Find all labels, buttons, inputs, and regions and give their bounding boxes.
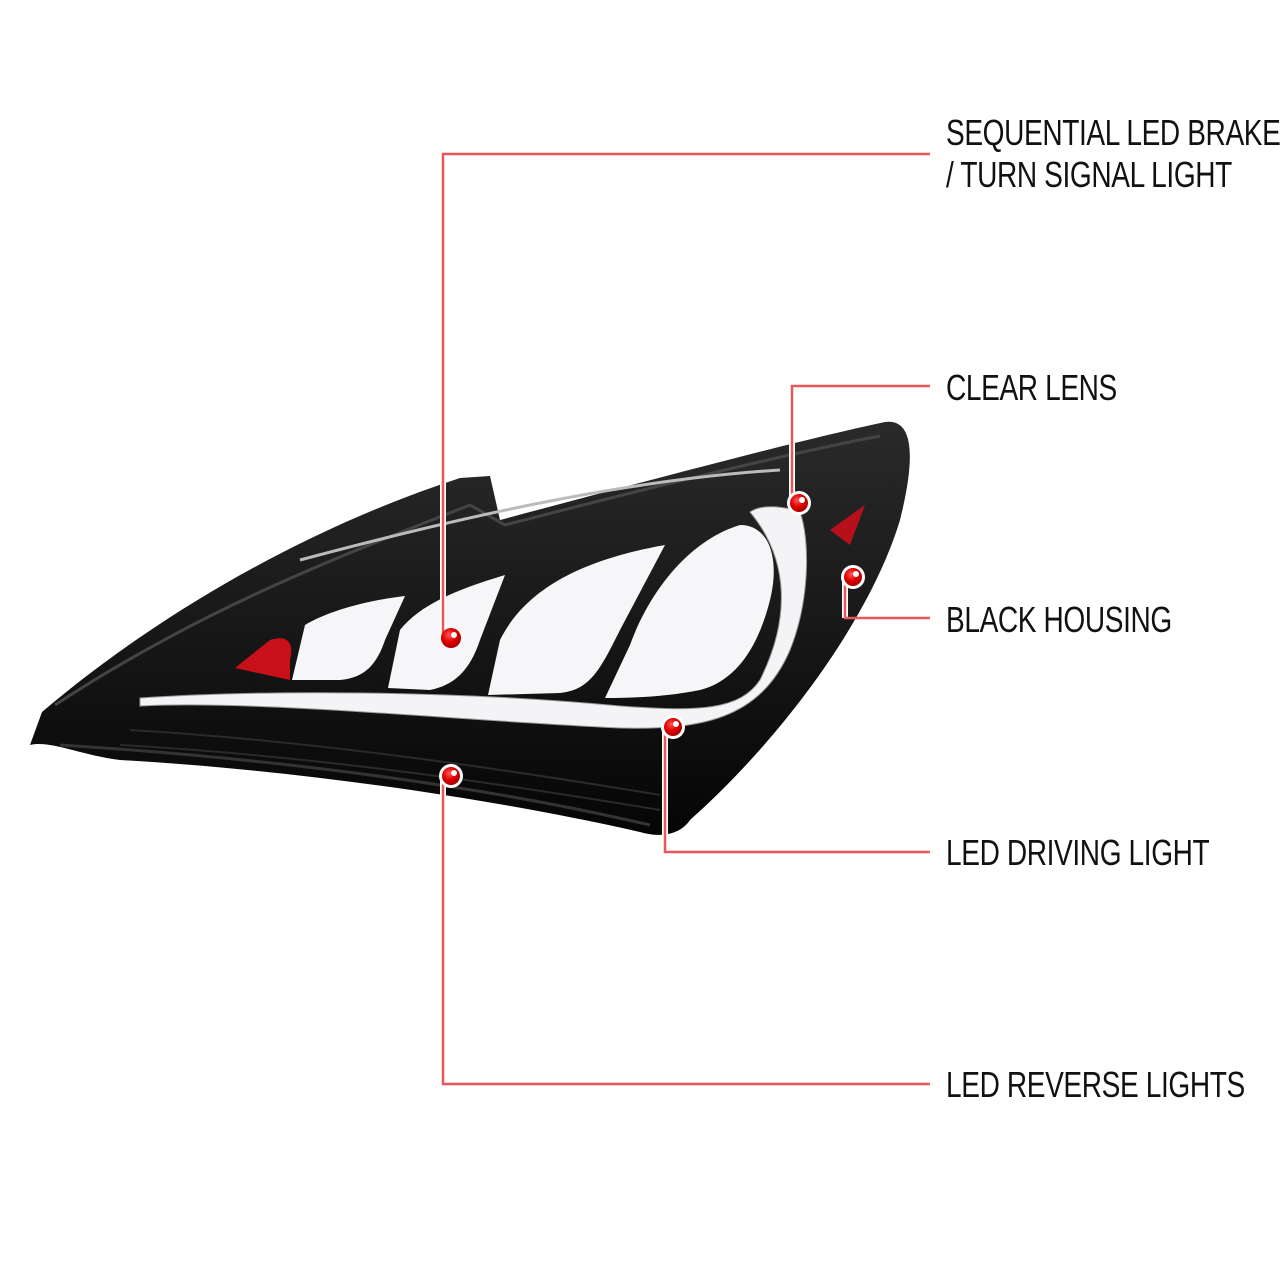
leader-line-reverse [441,776,930,1086]
dot-sequential [441,628,461,648]
leader-line-driving [663,727,930,854]
label-clear-lens: CLEAR LENS [946,367,1117,408]
callout-dots [439,491,865,788]
dot-clear-lens [787,491,811,515]
dot-driving [661,715,685,739]
led-blades [235,505,865,698]
dot-reverse [439,764,463,788]
label-led-driving-light: LED DRIVING LIGHT [946,832,1210,873]
label-line: SEQUENTIAL LED BRAKE [946,112,1280,153]
label-led-reverse-lights: LED REVERSE LIGHTS [946,1064,1245,1105]
light-bar-shape [139,468,808,729]
dot-black-housing [841,565,865,589]
leader-line-sequential [441,152,930,638]
leader-lines [441,152,930,1086]
label-black-housing: BLACK HOUSING [946,599,1172,640]
label-line: / TURN SIGNAL LIGHT [946,154,1232,195]
leader-line-clear-lens [790,384,930,503]
label-sequential-led: SEQUENTIAL LED BRAKE / TURN SIGNAL LIGHT [946,112,1280,196]
leader-line-black-housing [843,577,930,620]
